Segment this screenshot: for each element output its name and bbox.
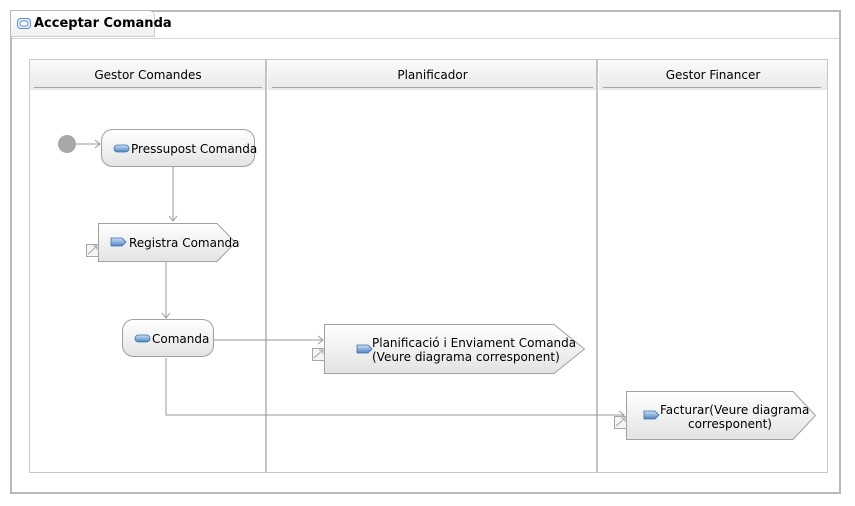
diagram-tab[interactable]: Acceptar Comanda (11, 11, 172, 37)
lane-header-gestor-comandes[interactable]: Gestor Comandes (30, 60, 266, 90)
planificacio-label-line2: (Veure diagrama corresponent) (372, 350, 560, 364)
title-separator (12, 38, 839, 39)
registra-comanda-label[interactable]: Registra Comanda (129, 236, 240, 250)
action-pressupost-comanda (101, 129, 255, 167)
subprocess-icon (614, 416, 627, 429)
lane-label: Gestor Financer (665, 68, 761, 82)
lane-header-gestor-financer[interactable]: Gestor Financer (599, 60, 827, 90)
lane-underline (603, 87, 821, 88)
send-signal-icon (643, 410, 660, 420)
lane-label: Gestor Comandes (94, 68, 202, 82)
lane-underline (34, 87, 262, 88)
edges (76, 139, 625, 420)
signal-facturar (614, 391, 817, 440)
action-comanda (122, 319, 214, 357)
arrowhead (317, 335, 324, 345)
signal-planificacio (312, 324, 586, 374)
action-icon (113, 144, 130, 153)
lane-label: Planificador (397, 68, 468, 82)
planificacio-label-line1: Planificació i Enviament Comanda (372, 336, 577, 350)
arrowhead (161, 312, 171, 319)
subprocess-icon (312, 348, 325, 361)
edge-comanda-to-facturar (165, 358, 624, 416)
send-signal-icon (356, 344, 373, 354)
signal-registra-comanda (86, 223, 237, 262)
facturar-label-line2: corresponent) (688, 417, 772, 431)
arrowhead (94, 139, 101, 149)
arrowhead (168, 215, 178, 222)
diagram-title: Acceptar Comanda (34, 16, 172, 31)
diagram-canvas (29, 59, 828, 473)
lane-divider (596, 59, 598, 473)
subprocess-icon (86, 244, 99, 257)
facturar-label[interactable]: Facturar(Veure diagrama corresponent) (660, 403, 810, 431)
activity-diagram-icon (17, 18, 31, 29)
lane-header-planificador[interactable]: Planificador (268, 60, 597, 90)
comanda-label[interactable]: Comanda (152, 332, 210, 346)
pressupost-comanda-label[interactable]: Pressupost Comanda (131, 142, 258, 156)
facturar-label-line1: Facturar(Veure diagrama (660, 403, 810, 417)
action-icon (134, 334, 151, 343)
planificacio-label[interactable]: Planificació i Enviament Comanda (Veure … (372, 336, 577, 364)
initial-node (58, 135, 76, 153)
lane-underline (272, 87, 593, 88)
lane-divider (265, 59, 267, 473)
send-signal-icon (110, 237, 127, 247)
